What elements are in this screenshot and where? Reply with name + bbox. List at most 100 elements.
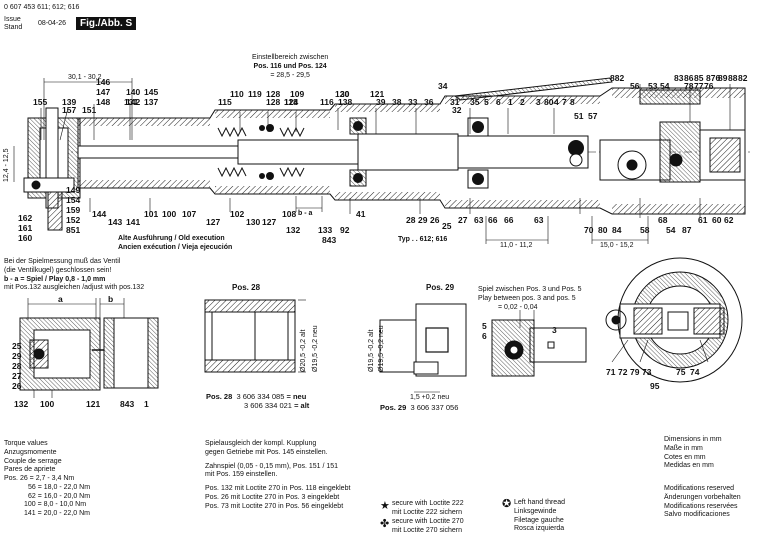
part-label-top: 876 — [706, 73, 721, 83]
dim-15: 15,0 - 15,2 — [600, 242, 634, 249]
mods-line-3: Salvo modificaciones — [664, 511, 730, 519]
part-label-top: 110 — [230, 89, 244, 99]
detail-a-bottom-29: 29 — [12, 351, 22, 361]
left-thread-note: Left hand thread Linksgewinde Filetage g… — [514, 499, 565, 534]
part-label-top: 146 — [96, 77, 111, 87]
part-label-right-detail: 75 — [676, 367, 686, 377]
part-label-top: 80 — [544, 97, 554, 107]
dimension-lines — [13, 78, 649, 244]
units-line-0: Dimensions in mm — [664, 436, 722, 443]
part-label-top: 3 — [536, 97, 541, 107]
clover-icon: ✤ — [380, 518, 390, 530]
stand-label: Stand — [4, 24, 23, 31]
detail-b-label-1: 1 — [144, 399, 149, 409]
part-label-bottom: 66 — [488, 215, 498, 225]
coupling-line-4: mit Pos. 159 einstellen. — [205, 471, 278, 479]
detail-b-label-121: 121 — [86, 399, 101, 409]
mods-line-0: Modifications reserved — [664, 485, 735, 492]
left-thread-icon: ✪ — [502, 498, 512, 510]
coupling-line-6: Pos. 132 mit Loctite 270 in Pos. 118 ein… — [205, 485, 351, 492]
part-label-top: 145 — [144, 87, 159, 97]
play-note-line2: Play between pos. 3 and pos. 5 — [478, 294, 576, 302]
loctite-270-en: secure with Loctite 270 — [392, 518, 464, 525]
valve-note-line2: (die Ventilkugel) geschlossen sein! — [4, 266, 112, 274]
pos28-line1-tag: = neu — [286, 392, 307, 401]
part-label-right-detail: 71 — [606, 367, 616, 377]
part-label-top: 140 — [126, 87, 141, 97]
part-label-top: 34 — [438, 81, 448, 91]
part-label-top: 155 — [33, 97, 48, 107]
old-exec-line1: Alte Ausführung / Old execution — [118, 235, 225, 242]
part-label-top: 5 — [484, 97, 489, 107]
loctite-270: secure with Loctite 270 mit Loctite 270 … — [392, 518, 464, 536]
part-label-bottom: 84 — [612, 225, 622, 235]
units-line-2: Cotes en mm — [664, 453, 706, 461]
part-label-bottom: 159 — [66, 205, 81, 215]
old-exec-line2: Ancien exécution / Vieja ejecución — [118, 243, 233, 251]
pos28-dim1: Ø20,5 -0,2 alt — [300, 329, 307, 372]
issue-date: 08-04-26 — [38, 20, 67, 27]
part-label-bottom: 160 — [18, 233, 33, 243]
detail-a-label-100: 100 — [40, 399, 55, 409]
part-label-bottom: 54 — [666, 225, 676, 235]
part-label-bottom: 127 — [206, 217, 221, 227]
part-label-bottom: 851 — [66, 225, 81, 235]
detail-a-bottom-28: 28 — [12, 361, 22, 371]
torque-line-1: Anzugsmomente — [4, 448, 57, 456]
pos29-line-num: 3 606 337 056 — [410, 403, 459, 412]
part-label-top: 54 — [660, 81, 670, 91]
adjust-note-line1: Einstellbereich zwischen — [252, 54, 329, 61]
part-label-top: 118 — [284, 97, 298, 107]
issue-label: Issue — [4, 16, 21, 23]
part-label-bottom: 101 — [144, 209, 159, 219]
pos29-dim2: Ø19,5 -0,2 neu — [378, 325, 385, 372]
play-label-3: 3 — [552, 325, 557, 335]
units-line-3: Medidas en mm — [664, 462, 714, 470]
part-label-bottom: 149 — [66, 185, 81, 195]
part-label-top: 76 — [704, 81, 714, 91]
part-label-top: 36 — [424, 97, 434, 107]
pos28-dim2: Ø19,5 -0,2 neu — [312, 325, 319, 372]
part-label-right-detail: 73 — [642, 367, 652, 377]
part-label-top: 31 — [450, 97, 460, 107]
play-note-line1: Spiel zwischen Pos. 3 und Pos. 5 — [478, 286, 582, 293]
part-label-top: 119 — [248, 89, 262, 99]
play-note: Spiel zwischen Pos. 3 und Pos. 5 Play be… — [478, 286, 582, 312]
play-label-5: 5 — [482, 321, 487, 331]
loctite-222: secure with Loctite 222 mit Loctite 222 … — [392, 500, 464, 518]
detail-b-drawing — [92, 298, 159, 389]
loctite-270-de: mit Loctite 270 sichern — [392, 526, 463, 534]
part-label-bottom: 80 — [598, 225, 608, 235]
motor-valve — [599, 89, 746, 183]
part-label-bottom: 92 — [340, 225, 350, 235]
valve-note: Bei der Spielmessung muß das Ventil (die… — [4, 258, 144, 293]
torque-value-2: 62 = 16,0 - 20,0 Nm — [28, 492, 91, 500]
part-label-top: 1 — [508, 97, 513, 107]
part-label-top: 39 — [376, 97, 386, 107]
part-label-bottom: 132 — [286, 225, 301, 235]
coupling-line-1: gegen Getriebe mit Pos. 145 einstellen. — [205, 448, 328, 456]
coupling-line-7: Pos. 26 mit Loctite 270 in Pos. 3 eingek… — [205, 493, 340, 501]
dim-11: 11,0 - 11,2 — [500, 242, 533, 249]
part-label-top: 109 — [290, 89, 305, 99]
angle-head — [23, 107, 81, 231]
part-label-top: 139 — [62, 97, 77, 107]
part-label-top: 148 — [96, 97, 111, 107]
springs — [217, 126, 305, 178]
part-label-bottom: 61 — [698, 215, 708, 225]
part-label-top: 53 — [648, 81, 658, 91]
thread-line-1: Linksgewinde — [514, 507, 557, 515]
part-label-top: 89 — [718, 73, 728, 83]
part-label-bottom: 70 — [584, 225, 594, 235]
part-label-top: 35 — [470, 97, 480, 107]
part-label-right-detail: 72 — [618, 367, 628, 377]
part-label-bottom: 102 — [230, 209, 245, 219]
pos28-line1: Pos. 28 3 606 334 085 = neu — [206, 392, 309, 401]
part-label-top: 83 — [674, 73, 684, 83]
adjust-note: Einstellbereich zwischen Pos. 116 und Po… — [252, 54, 328, 80]
dim-side: 12,4 - 12,5 — [3, 148, 10, 182]
pos28-line2: 3 606 334 021 = alt — [206, 401, 309, 410]
leader-lines — [40, 84, 731, 218]
lever — [453, 77, 613, 101]
coupling-line-8: Pos. 73 mit Loctite 270 in Pos. 56 einge… — [205, 502, 344, 510]
